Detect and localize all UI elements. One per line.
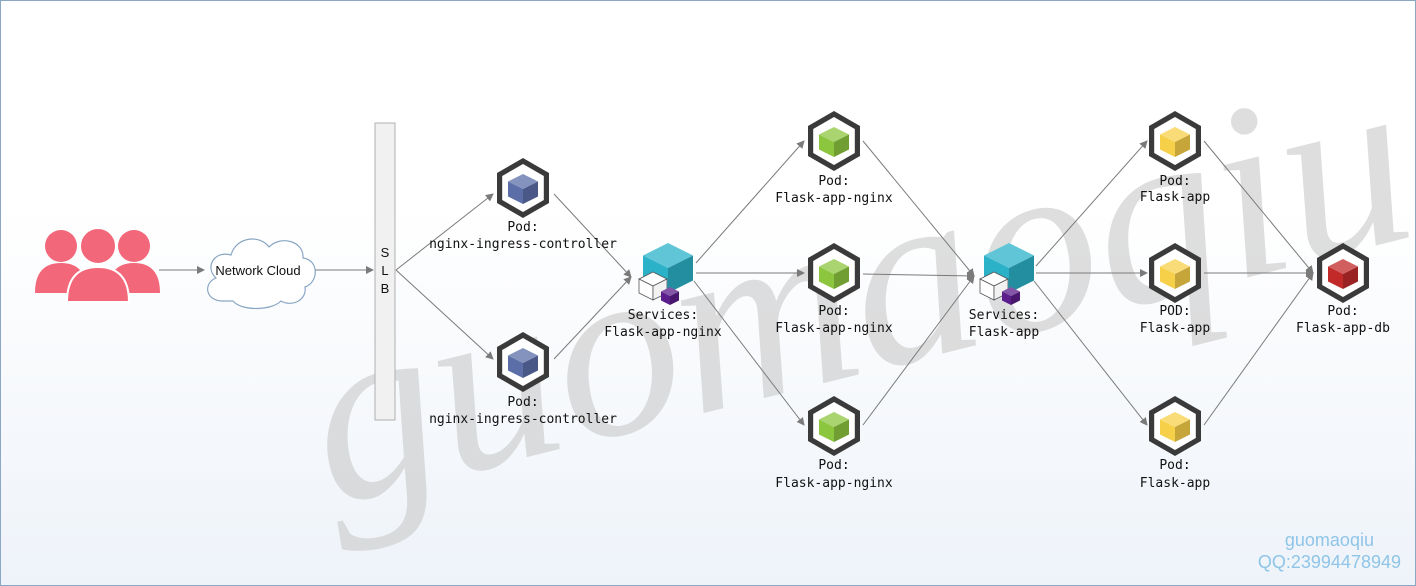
ingress-pod-2-cube-icon <box>508 348 538 378</box>
db-pod-name: Flask-app-db <box>1296 321 1390 336</box>
service-nginx-name: Flask-app-nginx <box>604 325 722 340</box>
credit-name: guomaoqiu <box>1284 530 1374 550</box>
edge-service-nginx3 <box>693 280 805 426</box>
app-pod-3-name: Flask-app <box>1140 476 1211 491</box>
nginx-pod-2-name: Flask-app-nginx <box>775 321 893 336</box>
nginx-pod-1-name: Flask-app-nginx <box>775 191 893 206</box>
edge-appservice-app3 <box>1033 280 1148 426</box>
cloud-icon <box>207 238 316 310</box>
edge-slb-ingress2 <box>395 269 494 360</box>
services-layer <box>638 243 1034 305</box>
app-pod-2-name: Flask-app <box>1140 321 1211 336</box>
app-pod-1-cube-icon <box>1160 127 1190 157</box>
slb-letter-l: L <box>381 263 388 278</box>
nginx-pod-2-cube-icon <box>819 259 849 289</box>
edge-app3-db <box>1203 272 1314 426</box>
edge-ingress2-service <box>553 276 632 360</box>
labels: Pod: nginx-ingress-controller Pod: nginx… <box>429 174 1390 491</box>
credit-contact: QQ:23994478949 <box>1257 552 1401 572</box>
nginx-pod-3-name: Flask-app-nginx <box>775 476 893 491</box>
service-app-node-small-cube-icon <box>1002 287 1020 305</box>
service-nginx-node <box>638 243 693 305</box>
app-pod-2 <box>1149 243 1201 303</box>
ingress-pod-1 <box>497 158 549 218</box>
slb-letter-b: B <box>381 281 390 296</box>
credit-block: guomaoqiu QQ:23994478949 <box>1258 529 1401 573</box>
edge-app1-db <box>1203 140 1314 274</box>
ingress-pod-1-title: Pod: <box>507 220 538 235</box>
nginx-pod-1 <box>808 111 860 171</box>
edge-nginx2-appservice <box>862 271 975 280</box>
app-pod-3-cube-icon <box>1160 412 1190 442</box>
nginx-pod-3-cube-icon <box>819 412 849 442</box>
app-pod-3 <box>1149 396 1201 456</box>
service-app-name: Flask-app <box>969 325 1040 340</box>
edge-slb-ingress1 <box>395 193 494 271</box>
nginx-pod-1-title: Pod: <box>818 174 849 189</box>
app-pod-2-cube-icon <box>1160 259 1190 289</box>
ingress-pod-1-cube-icon <box>508 174 538 204</box>
service-nginx-title: Services: <box>628 308 698 323</box>
service-app-node <box>979 243 1034 305</box>
connectors <box>159 140 1314 426</box>
network-cloud-label: Network Cloud <box>215 263 300 278</box>
service-app-title: Services: <box>969 308 1039 323</box>
db-pod <box>1317 243 1369 303</box>
ingress-pod-2-name: nginx-ingress-controller <box>429 412 617 427</box>
app-pod-1-title: Pod: <box>1159 174 1190 189</box>
nginx-pod-3 <box>808 396 860 456</box>
network-cloud: Network Cloud <box>207 238 316 310</box>
slb-letter-s: S <box>381 245 390 260</box>
edge-appservice-app1 <box>1035 140 1148 267</box>
ingress-pod-2 <box>497 332 549 392</box>
ingress-pod-1-name: nginx-ingress-controller <box>429 237 617 252</box>
app-pod-3-title: Pod: <box>1159 458 1190 473</box>
db-pod-cube-icon <box>1328 259 1358 289</box>
nginx-pod-2-title: Pod: <box>818 304 849 319</box>
ingress-pod-2-title: Pod: <box>507 395 538 410</box>
nginx-pod-2 <box>808 243 860 303</box>
app-pod-1 <box>1149 111 1201 171</box>
app-pod-2-title: POD: <box>1159 304 1190 319</box>
slb-box: S L B <box>374 122 396 421</box>
service-nginx-node-small-cube-icon <box>661 287 679 305</box>
edge-nginx3-appservice <box>862 275 975 426</box>
nginx-pod-1-cube-icon <box>819 127 849 157</box>
db-pod-title: Pod: <box>1327 304 1358 319</box>
edge-nginx1-appservice <box>862 140 975 277</box>
pods-layer <box>497 111 1369 456</box>
nginx-pod-3-title: Pod: <box>818 458 849 473</box>
edge-ingress1-service <box>553 193 632 278</box>
app-pod-1-name: Flask-app <box>1140 190 1211 205</box>
edge-service-nginx1 <box>695 140 805 264</box>
users-group-icon <box>35 227 160 303</box>
